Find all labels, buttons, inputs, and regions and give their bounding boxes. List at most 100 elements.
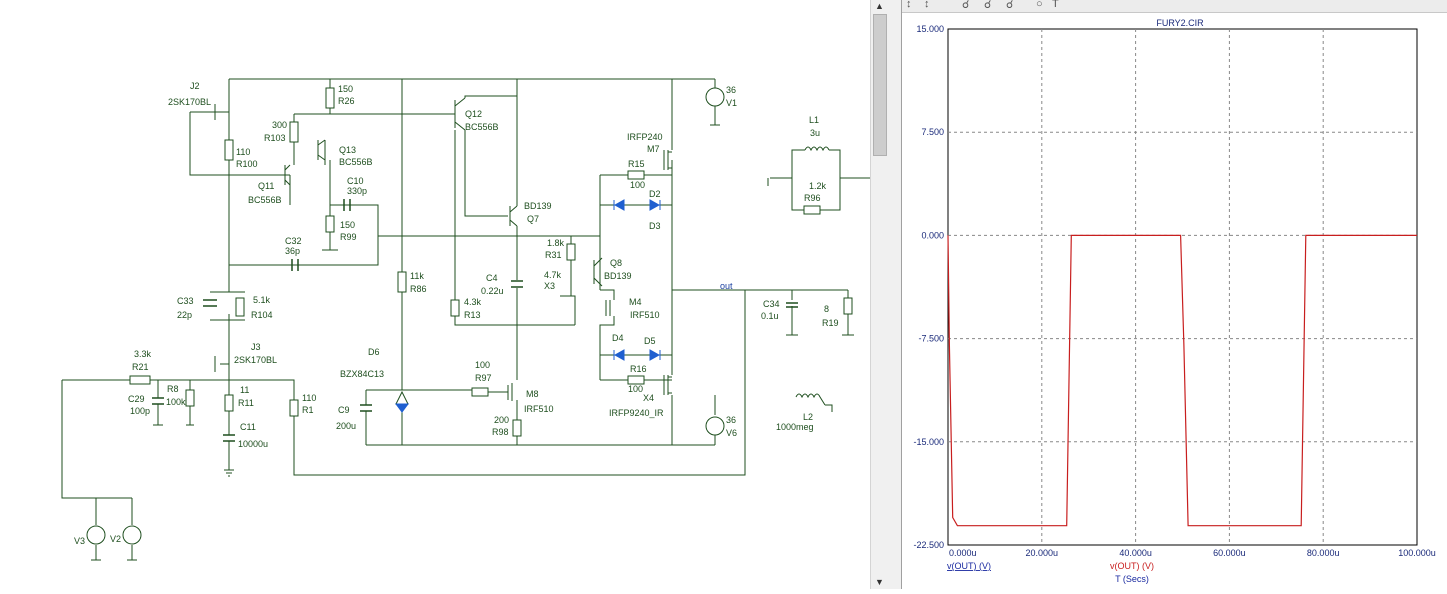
y-tick-label: 15.000 [916,24,944,34]
y-tick-label: -22.500 [913,540,944,550]
label-C11-val: 10000u [238,439,268,449]
x-axis-title: T (Secs) [1115,574,1149,584]
label-D6: D6 [368,347,380,357]
schematic-resistors [129,87,853,437]
x-tick-label: 40.000u [1119,548,1152,558]
zoom-out-icon[interactable]: ☌ [1006,0,1014,11]
label-D5: D5 [644,336,656,346]
scroll-up-icon[interactable]: ▲ [875,1,884,11]
label-L1-val: 3u [810,128,820,138]
label-C4-val: 0.22u [481,286,504,296]
label-X3-val: 4.7k [544,270,562,280]
label-R103: R103 [264,133,286,143]
label-R103-val: 300 [272,120,287,130]
x-tick-label: 20.000u [1026,548,1059,558]
label-R104: R104 [251,310,273,320]
label-R99-val: 150 [340,220,355,230]
label-C34-val: 0.1u [761,311,779,321]
label-C4: C4 [486,273,498,283]
scale-x-icon[interactable]: ↕ [906,0,912,10]
chart-title: FURY2.CIR [1156,18,1204,28]
label-R26: R26 [338,96,355,106]
label-R16-val: 100 [628,384,643,394]
label-R19: R19 [822,318,839,328]
label-Q12-part: BC556B [465,122,499,132]
label-C29-val: 100p [130,406,150,416]
label-R100-val: 110 [236,147,250,157]
label-M4: M4 [629,297,642,307]
label-L2: L2 [803,412,813,422]
label-R1-val: 110 [302,393,316,403]
label-Q8: Q8 [610,258,622,268]
y-tick-label: 0.000 [921,230,944,240]
label-M7: M7 [647,144,660,154]
label-C33-val: 22p [177,310,192,320]
label-R86-val: 11k [410,271,424,281]
schematic-capacitors [152,199,798,442]
label-R19-val: 8 [824,304,829,314]
label-V2: V2 [110,534,121,544]
label-Q13-part: BC556B [339,157,373,167]
waveform-chart[interactable]: FURY2.CIR 15.0007.5000.000-7.500-15.000-… [902,0,1447,589]
label-R100: R100 [236,159,258,169]
label-R97: R97 [475,373,492,383]
label-R26-val: 150 [338,84,353,94]
label-C10: C10 [347,176,364,186]
y-tick-label: -15.000 [913,437,944,447]
y-expression-center[interactable]: v(OUT) (V) [1110,561,1154,571]
label-Q8-part: BD139 [604,271,632,281]
text-icon[interactable]: T [1052,0,1059,10]
schematic-diodes [395,199,661,413]
label-Q11-part: BC556B [248,195,282,205]
label-C11: C11 [240,422,256,432]
schematic-transistors [214,104,672,395]
label-R97-val: 100 [475,360,490,370]
scrollbar-thumb[interactable] [873,14,887,156]
label-X4: X4 [643,393,654,403]
label-V1: V1 [726,98,737,108]
label-J3: J3 [251,342,261,352]
x-tick-label: 0.000u [949,548,977,558]
schematic-vertical-scrollbar[interactable]: ▲ ▼ [870,0,888,589]
label-C33: C33 [177,296,194,306]
label-Q13: Q13 [339,145,356,155]
label-V6: V6 [726,428,737,438]
schematic-canvas[interactable]: J2 2SK170BL 150 R26 300 R103 Q13 BC556B … [0,0,870,589]
scroll-down-icon[interactable]: ▼ [875,577,884,587]
schematic-sources [86,87,725,545]
scale-y-icon[interactable]: ↕ [924,0,930,10]
label-R15: R15 [628,159,645,169]
x-tick-label: 80.000u [1307,548,1340,558]
label-IRFP240: IRFP240 [627,132,663,142]
zoom-in-icon[interactable]: ☌ [984,0,992,11]
label-R98: R98 [492,427,509,437]
x-axis-ticks: 0.000u 20.000u 40.000u 60.000u 80.000u 100.00… [949,548,1436,558]
label-C9-val: 200u [336,421,356,431]
label-M8-part: IRF510 [524,404,554,414]
plot-toolbar: ↕ ↕ ☌ ☌ ☌ ○ T [902,0,1447,13]
label-M4-part: IRF510 [630,310,660,320]
label-R104-val: 5.1k [253,295,271,305]
grid-lines [948,29,1417,545]
label-R8-val: 100k [166,397,186,407]
zoom-icon[interactable]: ☌ [962,0,970,11]
label-R98-val: 200 [494,415,509,425]
label-R31-val: 1.8k [547,238,565,248]
label-C34: C34 [763,299,780,309]
schematic-wires [61,78,870,561]
pane-splitter[interactable] [887,0,902,589]
x-tick-label: 100.000u [1398,548,1436,558]
label-D6-part: BZX84C13 [340,369,384,379]
y-tick-label: 7.500 [921,127,944,137]
x-tick-label: 60.000u [1213,548,1246,558]
label-X3: X3 [544,281,555,291]
label-R21-val: 3.3k [134,349,152,359]
cursor-icon[interactable]: ○ [1036,0,1043,10]
label-C9: C9 [338,405,350,415]
x-expression-left[interactable]: v(OUT) (V) [947,561,991,571]
schematic-labels: J2 2SK170BL 150 R26 300 R103 Q13 BC556B … [74,81,839,546]
label-R99: R99 [340,232,357,242]
label-J2: J2 [190,81,200,91]
label-R31: R31 [545,250,562,260]
